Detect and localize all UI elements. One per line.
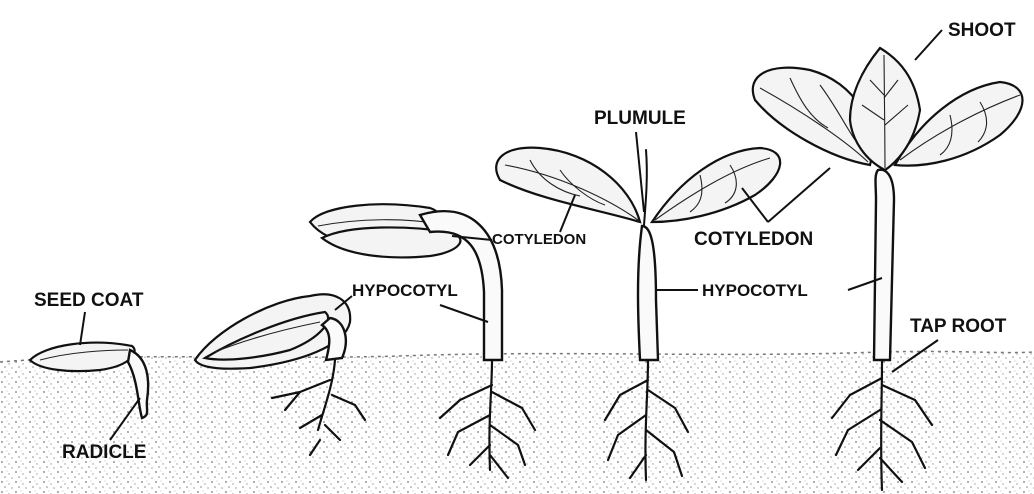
leader-hypocotyl-1b bbox=[440, 305, 488, 322]
label-shoot: SHOOT bbox=[948, 20, 1016, 41]
label-radicle: RADICLE bbox=[62, 442, 146, 463]
label-cotyledon-1: COTYLEDON bbox=[492, 231, 586, 248]
leader-seed-coat bbox=[80, 312, 85, 345]
label-hypocotyl-1: HYPOCOTYL bbox=[352, 281, 458, 300]
label-tap-root: TAP ROOT bbox=[910, 316, 1007, 337]
leader-cotyledon-2b bbox=[768, 168, 830, 222]
leader-plumule bbox=[636, 132, 644, 212]
label-hypocotyl-2: HYPOCOTYL bbox=[702, 281, 808, 300]
label-seed-coat: SEED COAT bbox=[34, 290, 144, 311]
soil bbox=[0, 351, 1034, 494]
label-plumule: PLUMULE bbox=[594, 108, 686, 129]
leader-shoot bbox=[915, 30, 942, 60]
label-cotyledon-2: COTYLEDON bbox=[694, 229, 813, 250]
